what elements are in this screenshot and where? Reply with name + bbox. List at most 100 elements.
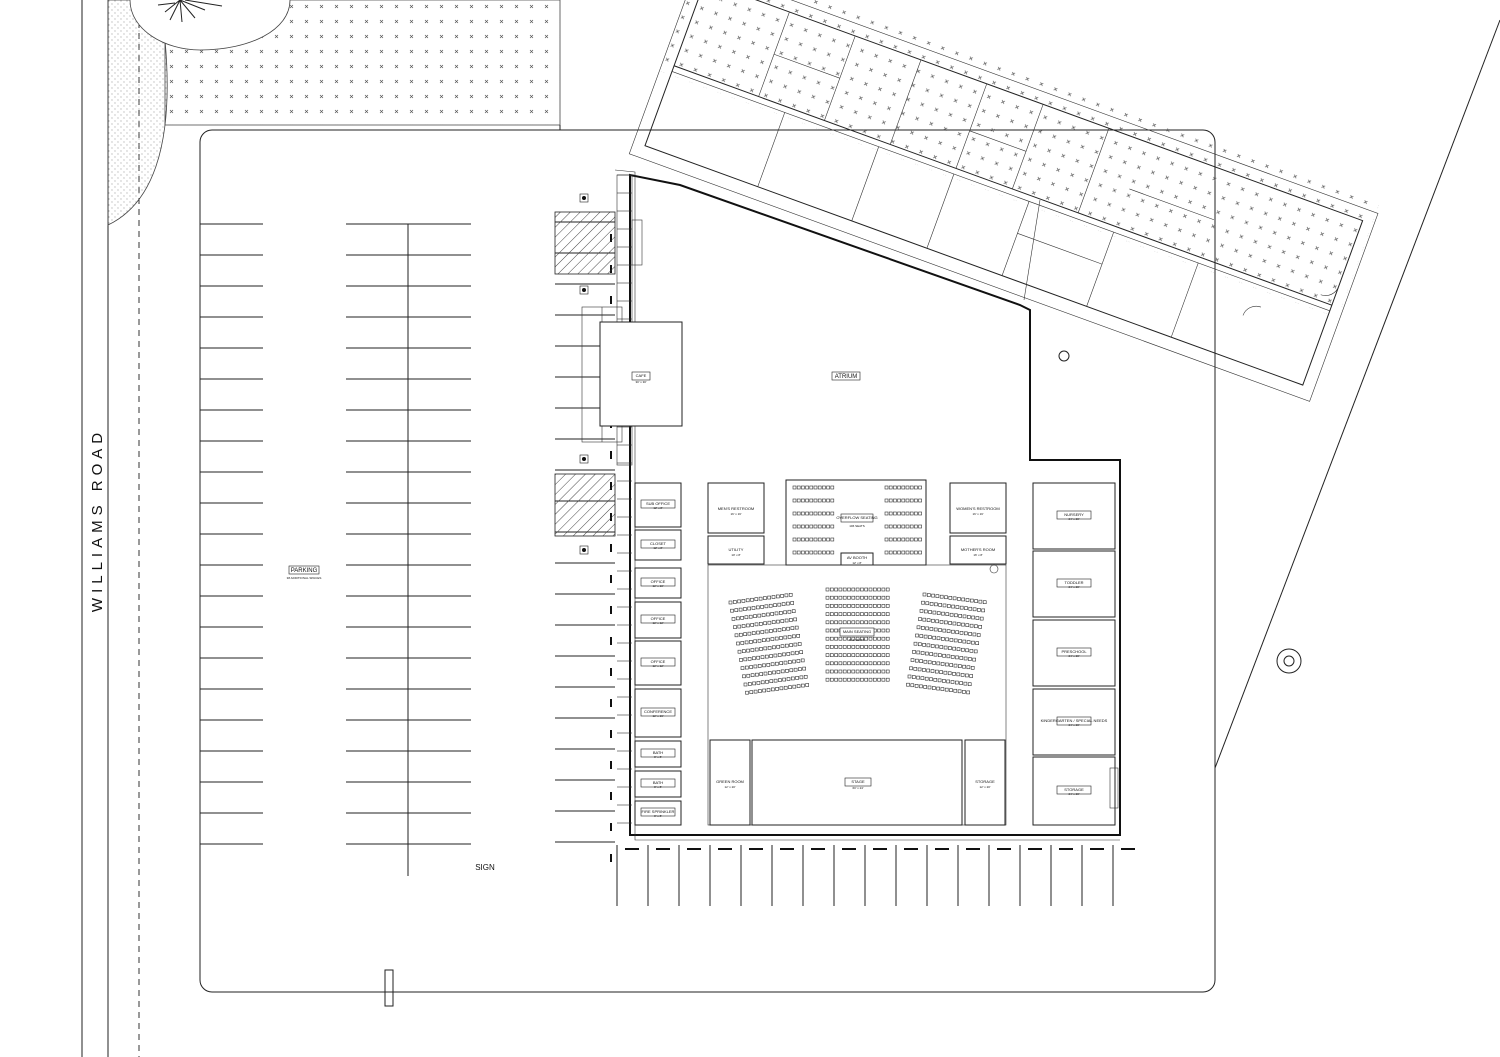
seat [860,636,864,641]
seat [877,612,881,616]
seat [937,653,942,658]
seat [809,498,814,503]
utility-dims: 10' x 8' [731,553,741,557]
seat [969,649,974,653]
seat [963,656,968,661]
seat [940,636,945,641]
seat [813,511,818,516]
seat [926,643,931,648]
seat [929,677,933,682]
seat [774,636,779,641]
seat [842,620,847,625]
conference-dims: 12' x 16' [653,714,664,718]
seat [964,606,968,611]
seat [943,670,948,675]
seat [872,636,877,641]
seat [922,642,926,647]
seat [736,641,740,646]
seat [771,595,776,599]
landscape-island [107,0,561,226]
seat [881,628,886,633]
seat [893,524,897,529]
utility-room [707,535,765,565]
bath-2-label: BATH [653,780,663,785]
seat [728,600,733,605]
toddler-label: TODDLER [1064,580,1083,585]
seat [801,683,805,688]
seat [897,537,901,542]
seat [830,550,835,555]
seat [901,498,906,503]
seat [864,669,869,674]
seat [933,652,938,657]
building-partition [955,83,988,169]
seat [743,632,747,637]
east-property-line [1058,19,1500,769]
seat [884,485,889,490]
seat [913,641,918,646]
seat [771,620,776,624]
seat [907,674,912,679]
seat [834,645,838,649]
seat [919,684,923,689]
seat [834,587,838,592]
seat [881,669,886,674]
seat [830,524,835,529]
seat [792,684,797,689]
seat [960,647,965,652]
seat [809,550,814,555]
seat [926,668,931,673]
seat [786,652,791,656]
parking-note: 38 ADDITIONAL SPACES [287,576,322,580]
seat [747,631,752,636]
seat [779,661,784,665]
kindergarten-dims: 24' x 20' [1069,723,1080,727]
seat [773,628,778,633]
sub-office-dims: 12' x 8' [653,506,663,510]
seat [792,524,797,529]
seat [944,687,949,692]
seat [760,630,765,634]
seat [860,653,864,657]
seat [872,645,877,649]
seat [842,645,847,649]
seat [847,677,851,682]
seat [747,682,752,686]
seat [855,669,860,674]
seat [897,511,901,516]
seat [786,626,790,631]
seat [786,677,791,681]
seat [805,498,809,503]
seat [783,610,787,615]
seat [885,595,890,600]
utility-label: UTILITY [729,547,744,552]
seat [906,682,910,687]
seat [734,633,739,638]
seat [851,677,856,682]
parking-stalls-south [616,845,1135,906]
seat [930,644,935,648]
seat [779,686,784,691]
seat [770,637,775,641]
green-room-dims: 12' x 20' [725,785,736,789]
seat [945,637,949,642]
seat [786,601,790,606]
seat [951,604,955,609]
seat [754,622,759,627]
seat [749,665,753,669]
seat [805,524,809,529]
seat [864,604,869,608]
seat [872,669,877,674]
seat [893,537,897,542]
seat [805,683,810,687]
seat [938,603,943,607]
seat [893,511,897,516]
seat [968,606,973,611]
seat [877,661,881,666]
seat [909,537,914,542]
office-1-dims: 12' x 10' [653,584,664,588]
seat [872,620,877,625]
seat [960,673,965,677]
conference-label: CONFERENCE [644,709,672,714]
seat [936,636,941,641]
